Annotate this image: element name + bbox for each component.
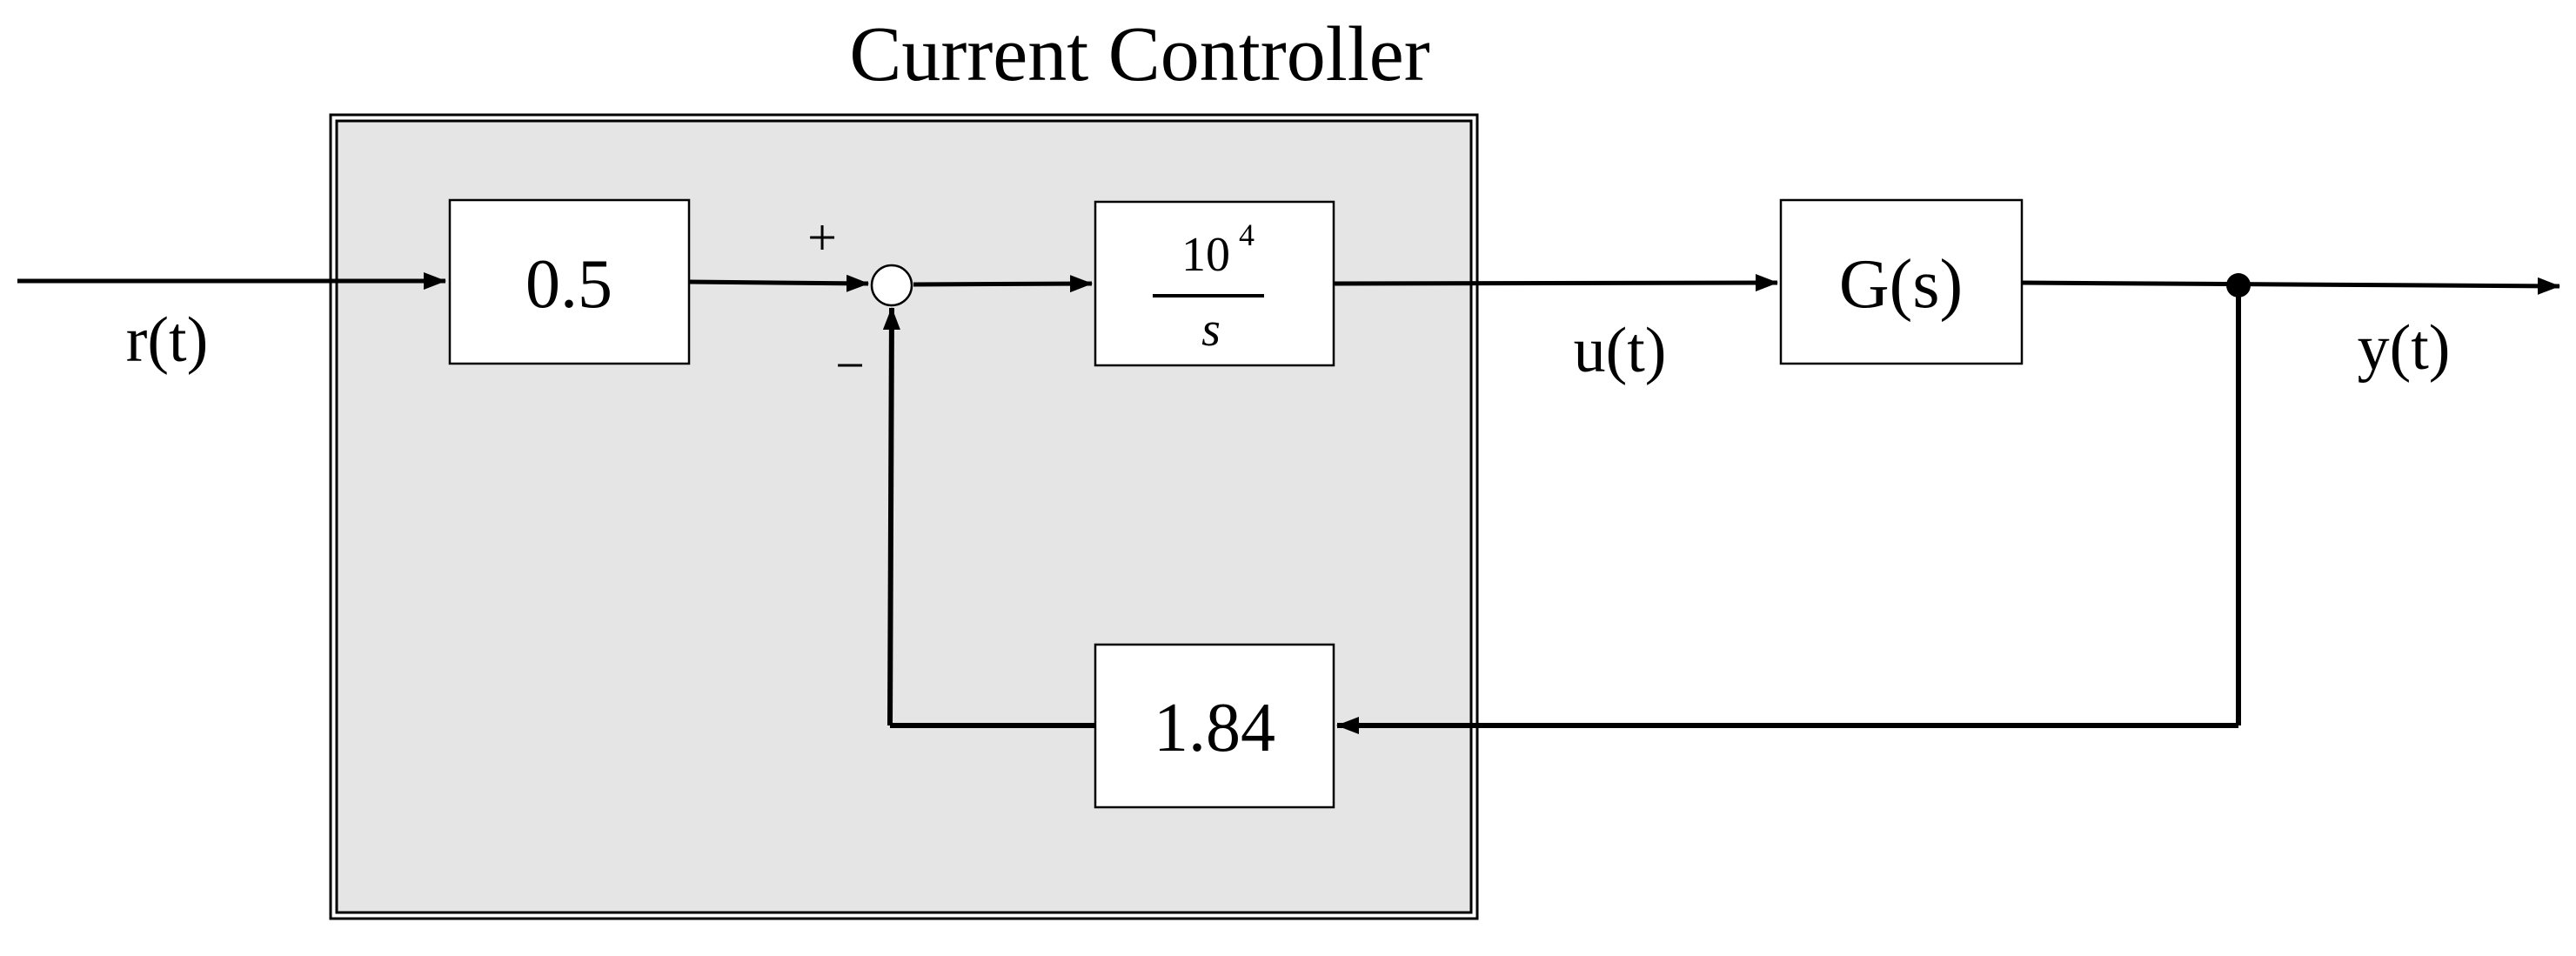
integrator-numerator: 10 xyxy=(1181,228,1230,282)
integrator-block: 10 4 s xyxy=(1094,200,1335,367)
output-signal-label: y(t) xyxy=(2358,312,2451,384)
integrator-denominator: s xyxy=(1201,303,1221,357)
summing-junction xyxy=(870,264,913,307)
output-wire xyxy=(2021,277,2560,295)
feedback-gain-label: 1.84 xyxy=(1154,690,1275,766)
plus-sign: + xyxy=(807,209,837,266)
prefilter-gain-label: 0.5 xyxy=(525,246,612,323)
control-signal-wire xyxy=(1333,274,1778,292)
takeoff-point xyxy=(2226,273,2251,297)
integrator-exponent: 4 xyxy=(1239,217,1255,252)
plant-label: G(s) xyxy=(1839,246,1963,323)
gain-to-sum-wire xyxy=(688,274,869,292)
input-signal-label: r(t) xyxy=(126,304,209,376)
feedback-gain-block: 1.84 xyxy=(1094,643,1335,809)
plant-block: G(s) xyxy=(1779,198,2024,365)
control-signal-label: u(t) xyxy=(1574,315,1667,386)
prefilter-gain-block: 0.5 xyxy=(448,198,691,365)
feedback-up-wire xyxy=(882,307,900,726)
minus-sign: − xyxy=(835,337,865,394)
controller-title: Current Controller xyxy=(849,11,1429,97)
